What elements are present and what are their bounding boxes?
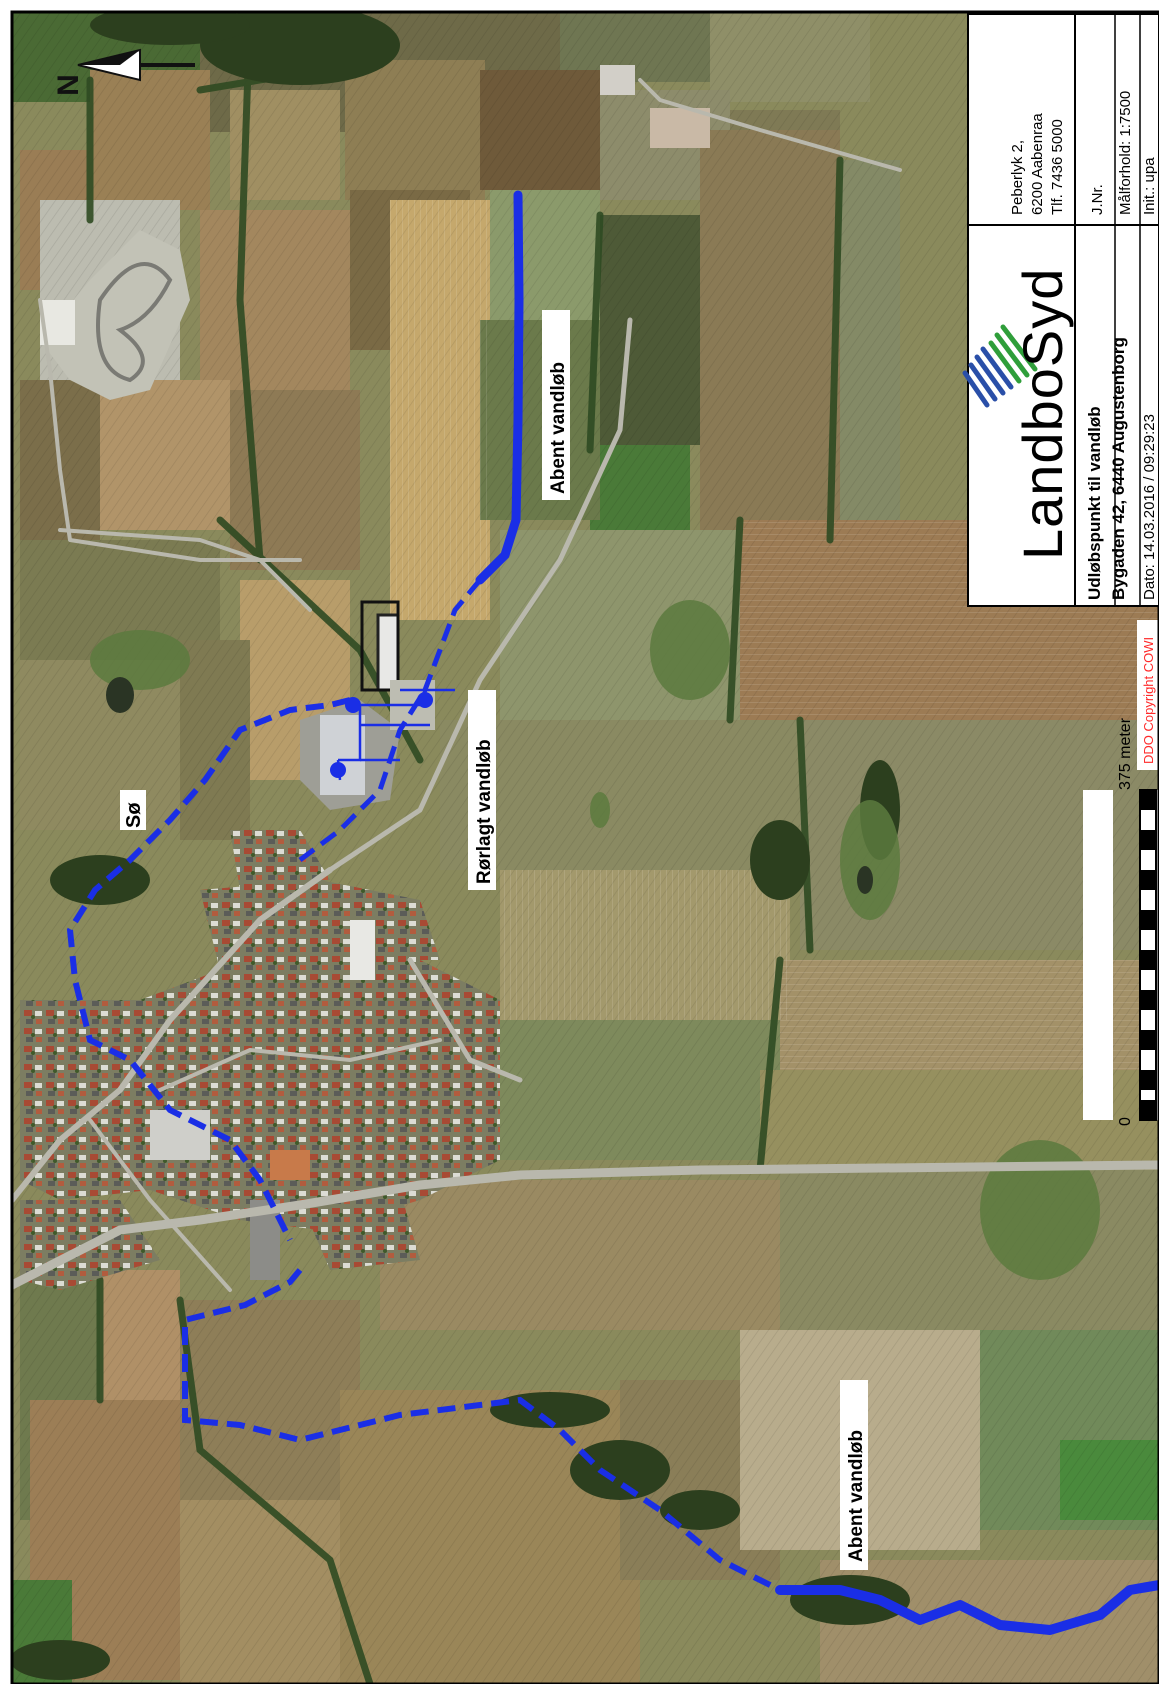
journal-number: J.Nr. <box>1089 184 1106 215</box>
inlet-point <box>345 697 361 713</box>
tree-clusters <box>12 12 910 1680</box>
site-address: Bygaden 42, 6440 Augustenborg <box>1109 337 1128 600</box>
north-arrow: N <box>52 48 195 96</box>
piped-stream-line <box>298 578 482 862</box>
race-track <box>40 230 190 400</box>
open-stream-east-label: Abent vandløb <box>548 362 569 494</box>
lake-outline-line <box>66 697 351 1242</box>
title-block: LandboSyd Peberlyk 2, 6200 Aabenraa Tlf.… <box>962 13 1159 607</box>
meadows <box>90 600 1100 1280</box>
copyright: DDO Copyright COWI <box>1137 620 1159 770</box>
scale-bar-start: 0 <box>1117 1117 1134 1126</box>
scale-bar-end: 375 meter <box>1117 717 1134 790</box>
address-line1: Peberlyk 2, <box>1009 140 1026 215</box>
copyright-text: DDO Copyright COWI <box>1141 637 1156 764</box>
outlet-point <box>417 692 433 708</box>
phone: Tlf. 7436 5000 <box>1049 119 1066 215</box>
connector-stream-line <box>182 1268 782 1593</box>
piped-stream-label: Rørlagt vandløb <box>474 739 495 884</box>
map-title: Udløbspunkt til vandløb <box>1085 406 1104 600</box>
scale-bar: 0 375 meter <box>1083 717 1159 1126</box>
open-stream-east-line <box>475 190 524 585</box>
north-arrow-letter: N <box>52 74 85 96</box>
map-scale: Målforhold: 1:7500 <box>1117 91 1134 215</box>
roads <box>12 78 1159 1292</box>
map-date: Dato: 14.03.2016 / 09:29:23 <box>1141 414 1158 600</box>
open-stream-west-line <box>775 1580 1159 1635</box>
scale-bar-segments <box>1139 789 1157 1121</box>
open-stream-west-label: Abent vandløb <box>846 1430 867 1562</box>
company-name: LandboSyd <box>1011 268 1074 560</box>
initials: Init.: upa <box>1141 157 1158 215</box>
address-line2: 6200 Aabenraa <box>1029 113 1046 215</box>
watercourses <box>66 190 1159 1635</box>
lake-label: Sø <box>123 802 145 828</box>
company-logo-icon <box>962 324 1038 408</box>
map-labels: Sø Rørlagt vandløb Abent vandløb Abent v… <box>120 310 868 1570</box>
well-point <box>330 762 346 778</box>
